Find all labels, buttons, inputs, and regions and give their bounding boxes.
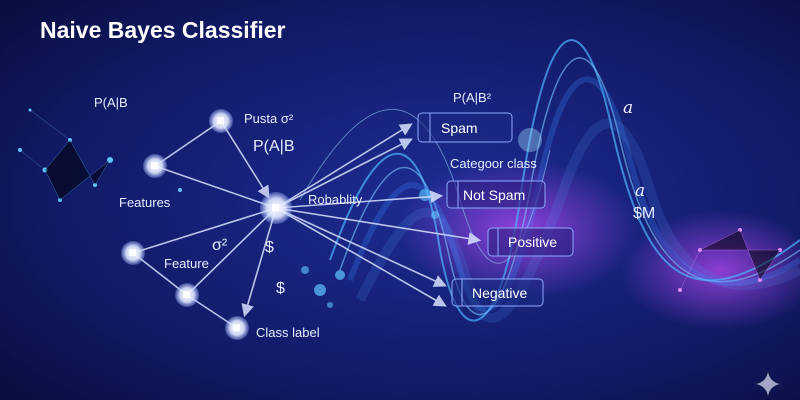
node-class-label bbox=[225, 316, 249, 340]
class-box-spam: Spam bbox=[417, 112, 513, 143]
node-features bbox=[143, 154, 167, 178]
class-box-negative: Negative bbox=[451, 278, 544, 307]
network-lines bbox=[19, 109, 781, 291]
class-box-positive: Positive bbox=[487, 227, 574, 257]
label-dollar-1: $ bbox=[265, 239, 274, 256]
class-box-not-spam: Not Spam bbox=[446, 180, 546, 209]
purple-glow bbox=[620, 210, 800, 330]
label-feature: Feature bbox=[164, 256, 209, 271]
node-1 bbox=[209, 109, 233, 133]
edges bbox=[132, 120, 482, 329]
label-alpha-1: a bbox=[623, 98, 633, 118]
label-sigma: σ² bbox=[212, 237, 228, 254]
class-label-negative: Negative bbox=[472, 285, 527, 301]
label-pab-mid: P(A|B bbox=[253, 138, 295, 155]
class-boxes: Spam Not Spam Positive Negative bbox=[417, 112, 574, 307]
node-hub bbox=[260, 192, 292, 224]
label-dollar-m: $M bbox=[633, 205, 655, 222]
label-features: Features bbox=[119, 195, 171, 210]
label-category-class: Categoor class bbox=[450, 156, 537, 171]
sparkle-icon bbox=[756, 372, 780, 396]
label-pab2: P(A|B² bbox=[453, 90, 492, 105]
node-feature bbox=[121, 241, 145, 265]
label-pab-left: P(A|B bbox=[94, 95, 128, 110]
class-label-positive: Positive bbox=[508, 234, 557, 250]
label-dollar-2: $ bbox=[276, 280, 285, 297]
page-title: Naive Bayes Classifier bbox=[40, 17, 286, 43]
class-label-not-spam: Not Spam bbox=[463, 187, 525, 203]
label-pusta: Pusta σ² bbox=[244, 111, 294, 126]
label-class-label: Class label bbox=[256, 325, 320, 340]
label-probability: Robablity bbox=[308, 192, 363, 207]
feature-nodes bbox=[121, 109, 292, 340]
label-alpha-2: a bbox=[635, 181, 645, 201]
class-label-spam: Spam bbox=[441, 120, 478, 136]
node-4 bbox=[175, 283, 199, 307]
